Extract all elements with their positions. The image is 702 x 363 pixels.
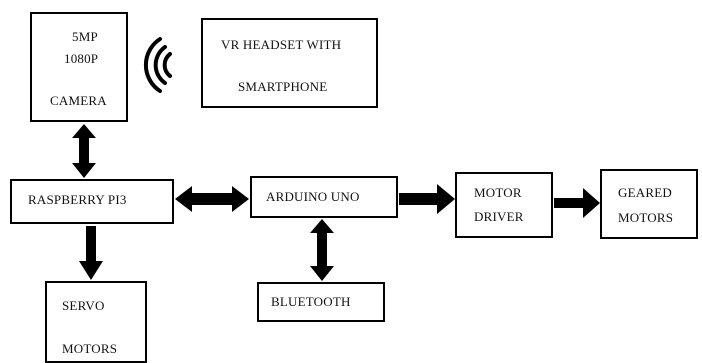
raspberry-servo-arrow <box>79 226 103 280</box>
geared-motors-label-line1: GEARED <box>618 185 672 200</box>
arduino-uno-box <box>250 176 398 218</box>
raspberry-arduino-arrow <box>175 186 249 212</box>
arduino-uno-label: ARDUINO UNO <box>266 189 360 204</box>
vr-headset-box <box>201 18 378 108</box>
camera-raspberry-arrow <box>72 124 96 178</box>
bluetooth-label: BLUETOOTH <box>271 294 351 309</box>
camera-label-line3: CAMERA <box>50 93 107 108</box>
wireless-signal-icon <box>143 37 172 93</box>
motordriver-gearedmotors-arrow <box>554 188 600 218</box>
raspberry-pi-label: RASPBERRY PI3 <box>28 192 127 207</box>
vr-headset-label-line2: SMARTPHONE <box>238 79 328 94</box>
geared-motors-label-line2: MOTORS <box>618 210 674 225</box>
bluetooth-box <box>257 282 385 322</box>
servo-motors-box <box>45 281 147 363</box>
servo-motors-label-line1: SERVO <box>62 298 105 313</box>
motor-driver-box <box>455 172 553 238</box>
motor-driver-label-line2: DRIVER <box>474 209 524 224</box>
geared-motors-box <box>600 169 698 239</box>
arduino-bluetooth-arrow <box>310 219 334 281</box>
motor-driver-label-line1: MOTOR <box>474 185 522 200</box>
vr-headset-label-line1: VR HEADSET WITH <box>221 37 342 52</box>
raspberry-pi-box <box>10 179 174 224</box>
camera-box <box>30 12 128 122</box>
arduino-motordriver-arrow <box>399 184 455 214</box>
camera-label-line2: 1080P <box>64 51 99 66</box>
servo-motors-label-line2: MOTORS <box>62 341 118 356</box>
camera-label-line1: 5MP <box>72 29 98 44</box>
